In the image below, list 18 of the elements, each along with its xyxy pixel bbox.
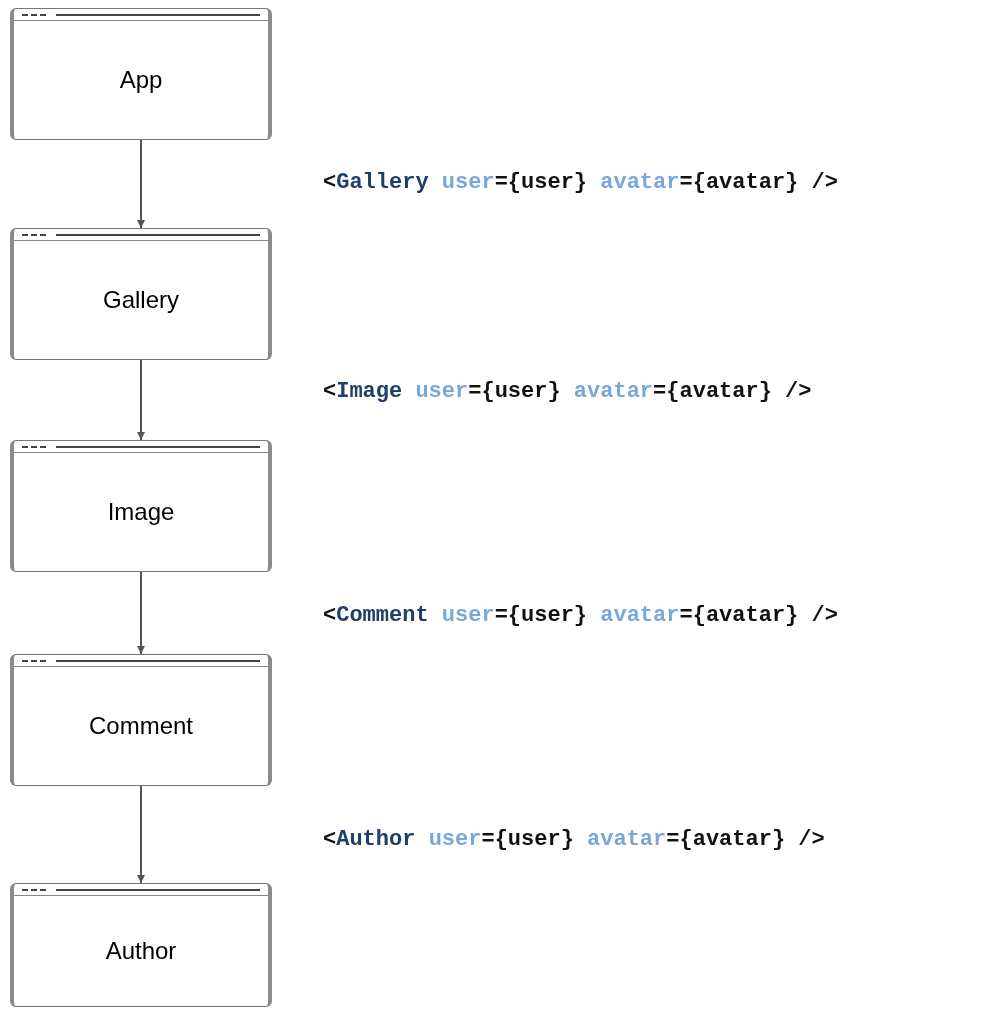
arrow [137,785,145,884]
component-name: Comment [89,711,193,741]
jsx-code-line: <Gallery user={user} avatar={avatar} /> [323,169,838,197]
component-window [10,8,272,140]
component-window [10,883,272,1007]
jsx-code-line: <Image user={user} avatar={avatar} /> [323,378,812,406]
arrow [137,359,145,441]
component-window [10,228,272,360]
component-name: Gallery [103,285,179,315]
arrow [137,571,145,655]
jsx-code-line: <Author user={user} avatar={avatar} /> [323,826,825,854]
component-name: App [119,65,163,95]
jsx-code-line: <Comment user={user} avatar={avatar} /> [323,602,838,630]
component-name: Author [105,936,177,966]
arrow [137,139,145,229]
component-window [10,654,272,786]
component-window [10,440,272,572]
component-name: Image [107,497,175,527]
